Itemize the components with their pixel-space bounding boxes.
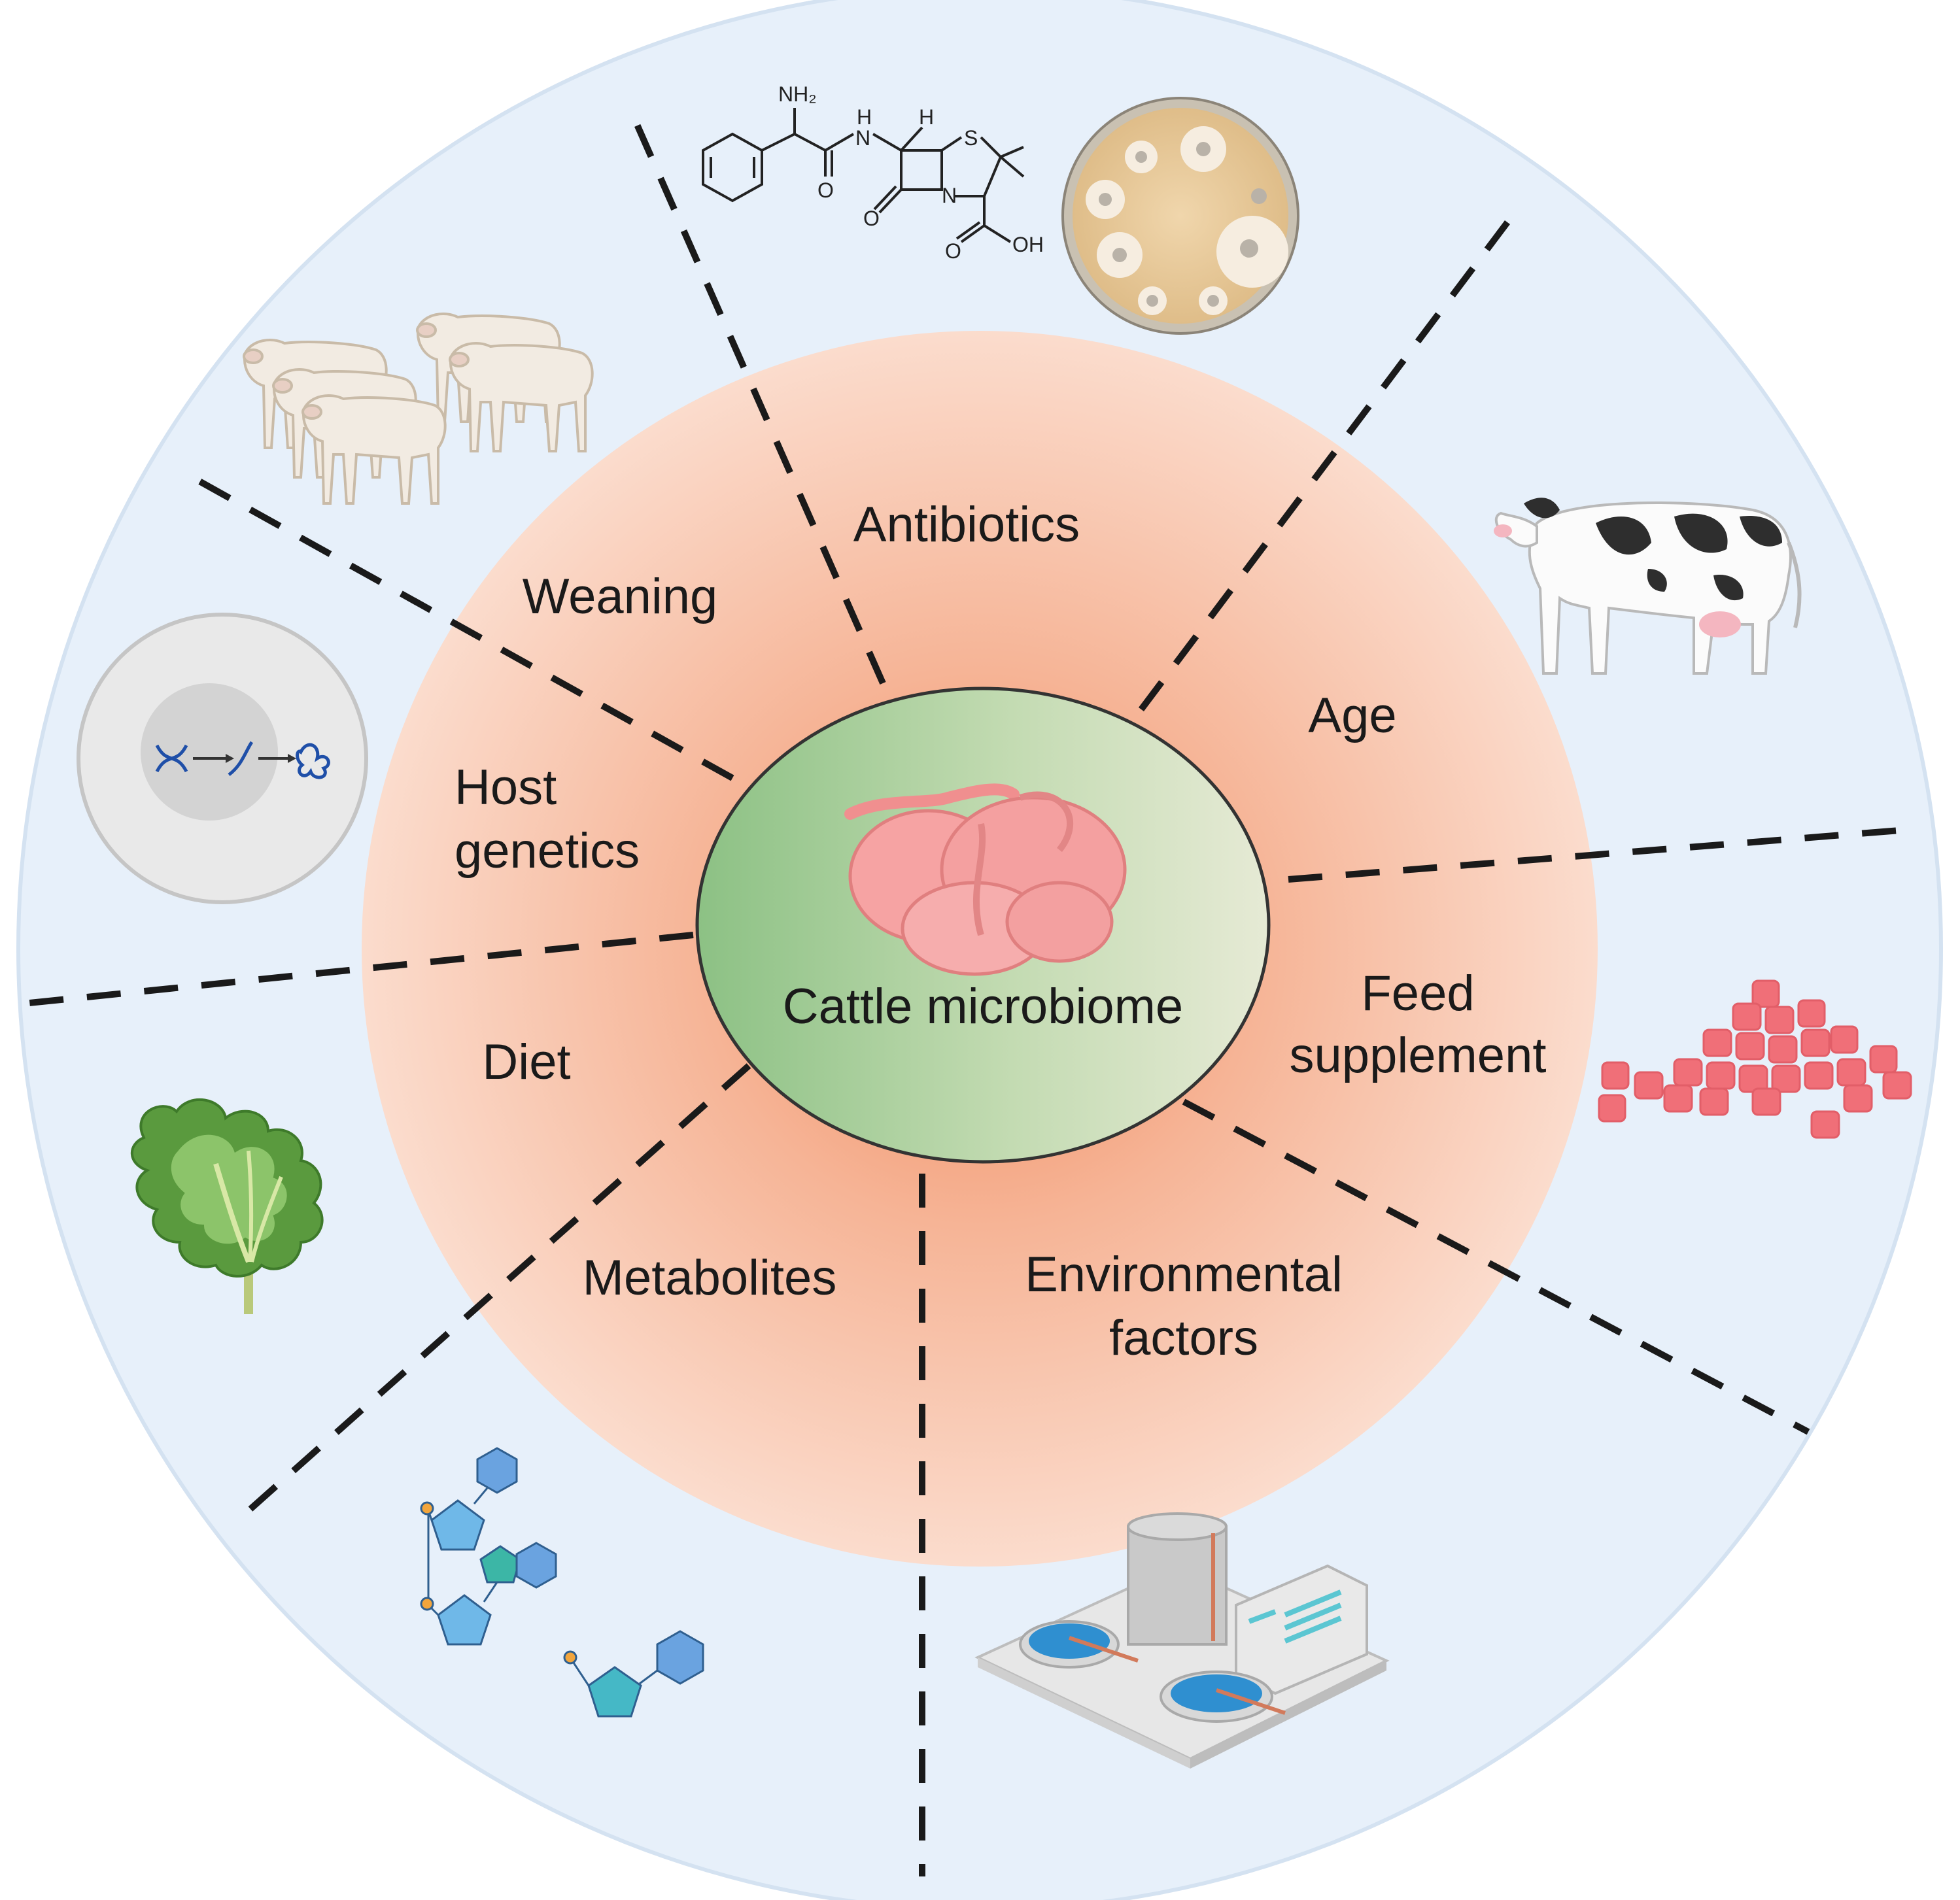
label-environment-line1: Environmental bbox=[1025, 1247, 1343, 1302]
chem-amide-h: H bbox=[857, 105, 872, 129]
supplement-cubes-icon bbox=[1598, 979, 1912, 1139]
metabolite-molecules-icon bbox=[420, 1447, 704, 1718]
chem-sulfur: S bbox=[964, 126, 978, 150]
dairy-cow-icon bbox=[1494, 498, 1802, 675]
label-antibiotics: Antibiotics bbox=[853, 497, 1080, 552]
dna-to-protein-cell-icon bbox=[77, 613, 368, 904]
divider-antibiotics-age bbox=[1139, 207, 1520, 712]
label-feed-line2: supplement bbox=[1290, 1028, 1547, 1083]
lettuce-icon bbox=[130, 1098, 324, 1314]
label-environment-line2: factors bbox=[1109, 1310, 1258, 1366]
petri-dish-icon bbox=[1061, 97, 1299, 335]
divider-weaning-antibiotics bbox=[628, 109, 886, 685]
label-feed-line1: Feed bbox=[1361, 966, 1474, 1021]
chem-ketone-o: O bbox=[817, 178, 834, 202]
chem-bridge-h: H bbox=[919, 105, 934, 129]
calves-icon bbox=[243, 313, 594, 505]
divider-genetics-weaning bbox=[184, 471, 734, 781]
penicillin-structure-icon bbox=[702, 108, 1025, 243]
chem-amide-n: N bbox=[855, 126, 870, 150]
chem-amine: NH₂ bbox=[778, 82, 817, 106]
label-diet: Diet bbox=[482, 1034, 570, 1090]
divider-feed-environment bbox=[1182, 1098, 1810, 1435]
label-genetics-line2: genetics bbox=[455, 823, 640, 879]
label-metabolites: Metabolites bbox=[583, 1250, 837, 1306]
rumen-stomach-icon bbox=[844, 783, 1127, 976]
label-genetics-line1: Host bbox=[455, 760, 557, 815]
divider-age-feed bbox=[1288, 826, 1917, 883]
chem-ring-n: N bbox=[942, 184, 957, 207]
chem-carbonyl-o: O bbox=[863, 207, 880, 230]
chem-acid-oh: OH bbox=[1012, 233, 1044, 256]
center-label: Cattle microbiome bbox=[783, 979, 1183, 1034]
label-age: Age bbox=[1308, 688, 1396, 743]
label-weaning: Weaning bbox=[523, 569, 718, 624]
treatment-plant-icon bbox=[974, 1512, 1390, 1769]
sector-dividers bbox=[22, 109, 1917, 1876]
chem-acid-o: O bbox=[945, 239, 961, 263]
